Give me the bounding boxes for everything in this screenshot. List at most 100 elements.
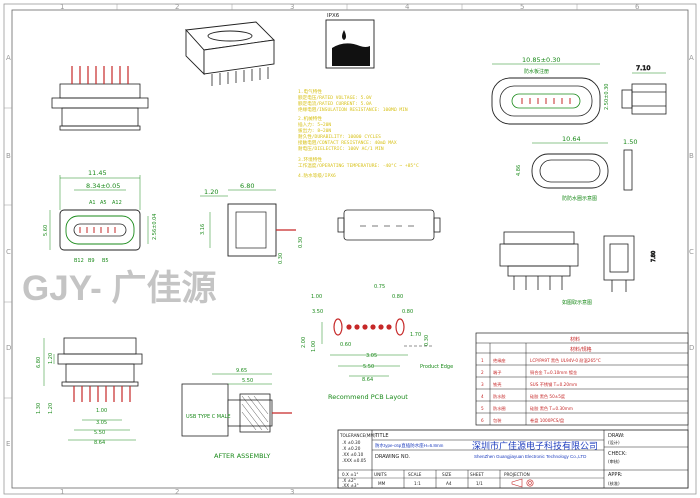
ipx-label: IPX6 xyxy=(327,13,340,19)
bl-100: 1.00 xyxy=(96,408,107,414)
bl-h3: 1.30 xyxy=(36,403,42,414)
zone-columns-top: 1 2 3 4 5 6 xyxy=(60,3,640,11)
dim-front-left: 5.60 xyxy=(43,225,49,236)
zone-rows-left: A B C D E xyxy=(6,54,11,448)
units-value: MM xyxy=(378,481,386,486)
material-row-part: 绝缘座 xyxy=(493,357,506,364)
fp-350: 3.50 xyxy=(312,309,323,315)
gasket-note: 防防水圈示意图 xyxy=(562,195,597,202)
spec-line: 1.电气特性 xyxy=(298,88,322,95)
fp-200: 2.00 xyxy=(301,337,307,348)
material-row-no: 3 xyxy=(481,382,484,387)
fp-060: 0.60 xyxy=(340,342,351,348)
material-row-no: 2 xyxy=(481,370,484,375)
material-row-spec: 硅胶 黑色 T=0.30mm xyxy=(530,405,573,412)
spec-line: 接触电阻/CONTACT RESISTANCE: 40mΩ MAX xyxy=(298,139,397,146)
material-row-spec: 铜合金 T=0.10mm 镀金 xyxy=(530,369,578,376)
spec-line: 绝缘电阻/INSULATION RESISTANCE: 100MΩ MIN xyxy=(298,106,408,113)
front-view: 11.45 8.34±0.05 2.56±0.04 5.60 A1 A5 A12… xyxy=(43,169,158,264)
draw-label: DRAW: xyxy=(608,433,625,439)
check-label: CHECK: xyxy=(608,451,627,457)
zone-row: B xyxy=(689,152,694,160)
pcb-front-view: 7.80 如图取示意图 xyxy=(499,231,657,306)
title-value: 防水type-c6p直插防水座H=6.8mm xyxy=(375,442,444,449)
projection-icon xyxy=(511,478,534,488)
spec-line: 拔出力: 8~20N xyxy=(298,127,331,134)
zone-ticks xyxy=(4,4,578,399)
material-table: 材料 材料/规格 1 绝缘座 LCP/PA9T 黑色 UL94V-0 耐温265… xyxy=(475,332,689,426)
title-block: TOLERANCE(MM) .X ±0.30 .X ±0.20 .XX ±0.1… xyxy=(337,429,689,489)
dim-pcb-front-h: 7.80 xyxy=(651,251,657,262)
scale-label: SCALE xyxy=(408,472,422,477)
fp-075: 0.75 xyxy=(374,284,385,290)
bl-h1: 6.80 xyxy=(36,357,42,368)
as-usb: USB TYPE C MALE xyxy=(186,414,231,420)
tol-angle: 0.X ±1° xyxy=(342,472,358,477)
zone-col: 1 xyxy=(60,488,64,496)
spec-line: 额定电压/RATED VOLTAGE: 5.0V xyxy=(298,94,372,101)
material-row-part: 防水胶 xyxy=(493,393,506,400)
side-view-top-left xyxy=(51,66,149,131)
material-row-spec: LCP/PA9T 黑色 UL94V-0 耐温265°C xyxy=(530,357,601,364)
gasket-view: 10.64 4.86 1.50 防防水圈示意图 xyxy=(516,135,637,202)
zone-columns-bottom: 1 2 3 xyxy=(60,488,294,496)
appr-cn: (核准) xyxy=(608,480,620,487)
zone-row: C xyxy=(689,248,694,256)
dim-side-top-a: 1.20 xyxy=(204,188,218,196)
title-label: TITLE xyxy=(374,433,389,439)
check-cn: (审核) xyxy=(608,458,620,465)
bl-550: 5.50 xyxy=(94,430,105,436)
dim-side-bot: 0.30 xyxy=(278,253,284,264)
scale-value: 1:1 xyxy=(414,481,421,486)
zone-col: 2 xyxy=(175,3,179,11)
as-550: 5.50 xyxy=(242,378,253,384)
dim-top-height: 2.50±0.30 xyxy=(604,84,610,110)
zone-col: 5 xyxy=(520,3,524,11)
material-row-part: 包装 xyxy=(493,417,502,424)
dim-side-right: 0.30 xyxy=(298,237,304,248)
zone-row: D xyxy=(6,344,11,352)
tol-angle: .XX ±3° xyxy=(342,483,359,488)
spec-line: 4.防水等级/IPX6 xyxy=(298,172,336,179)
spec-line: 耐久性/DURABILITY: 10000 CYCLES xyxy=(298,133,381,140)
side-view-middle: 1.20 6.80 3.16 0.30 0.30 xyxy=(200,182,304,264)
dim-gasket-h: 4.86 xyxy=(516,165,522,176)
as-965: 9.65 xyxy=(236,368,247,374)
fp-title: Recommend PCB Layout xyxy=(328,393,408,401)
fp-550: 5.50 xyxy=(363,364,374,370)
zone-row: C xyxy=(6,248,11,256)
dim-side-top-b: 6.80 xyxy=(240,182,254,190)
zone-row: D xyxy=(689,344,694,352)
zone-row: A xyxy=(689,54,694,62)
zone-rows-right: A B C D xyxy=(689,54,694,352)
long-side-view xyxy=(337,209,441,241)
side-view-bottom-left xyxy=(43,337,143,441)
tol-row: .X ±0.20 xyxy=(342,446,361,451)
spec-line: 插入力: 5~20N xyxy=(298,121,331,128)
pin-b5: B5 xyxy=(102,258,109,264)
fp-864: 8.64 xyxy=(362,377,373,383)
fp-030: 0.30 xyxy=(424,335,430,346)
material-row-spec: 硅胶 黑色 50±5度 xyxy=(530,393,566,400)
dim-gasket-w: 10.64 xyxy=(562,135,581,143)
material-row-no: 6 xyxy=(481,418,484,423)
spec-line: 额定电流/RATED CURRENT: 5.0A xyxy=(298,100,372,107)
right-side-view: 7.10 xyxy=(621,64,667,115)
material-header: 材料 xyxy=(570,336,580,343)
fp-170: 1.70 xyxy=(410,332,421,338)
dim-top-note: 防水板注册 xyxy=(524,68,549,75)
spec-line: 2.机械特性 xyxy=(298,115,322,122)
material-row-no: 5 xyxy=(481,406,484,411)
pin-b12: B12 xyxy=(74,258,84,264)
fp-080b: 0.80 xyxy=(402,309,413,315)
fp-080a: 0.80 xyxy=(392,294,403,300)
bl-h4: 1.20 xyxy=(48,403,54,414)
zone-col: 4 xyxy=(405,3,410,11)
material-rows: 1 绝缘座 LCP/PA9T 黑色 UL94V-0 耐温265°C 2 端子 铜… xyxy=(481,357,601,424)
pin-b9: B9 xyxy=(88,258,95,264)
tolerance-label: TOLERANCE(MM) xyxy=(339,433,376,438)
pin-a1: A1 xyxy=(89,200,96,206)
dim-side-mid: 3.16 xyxy=(200,224,206,235)
